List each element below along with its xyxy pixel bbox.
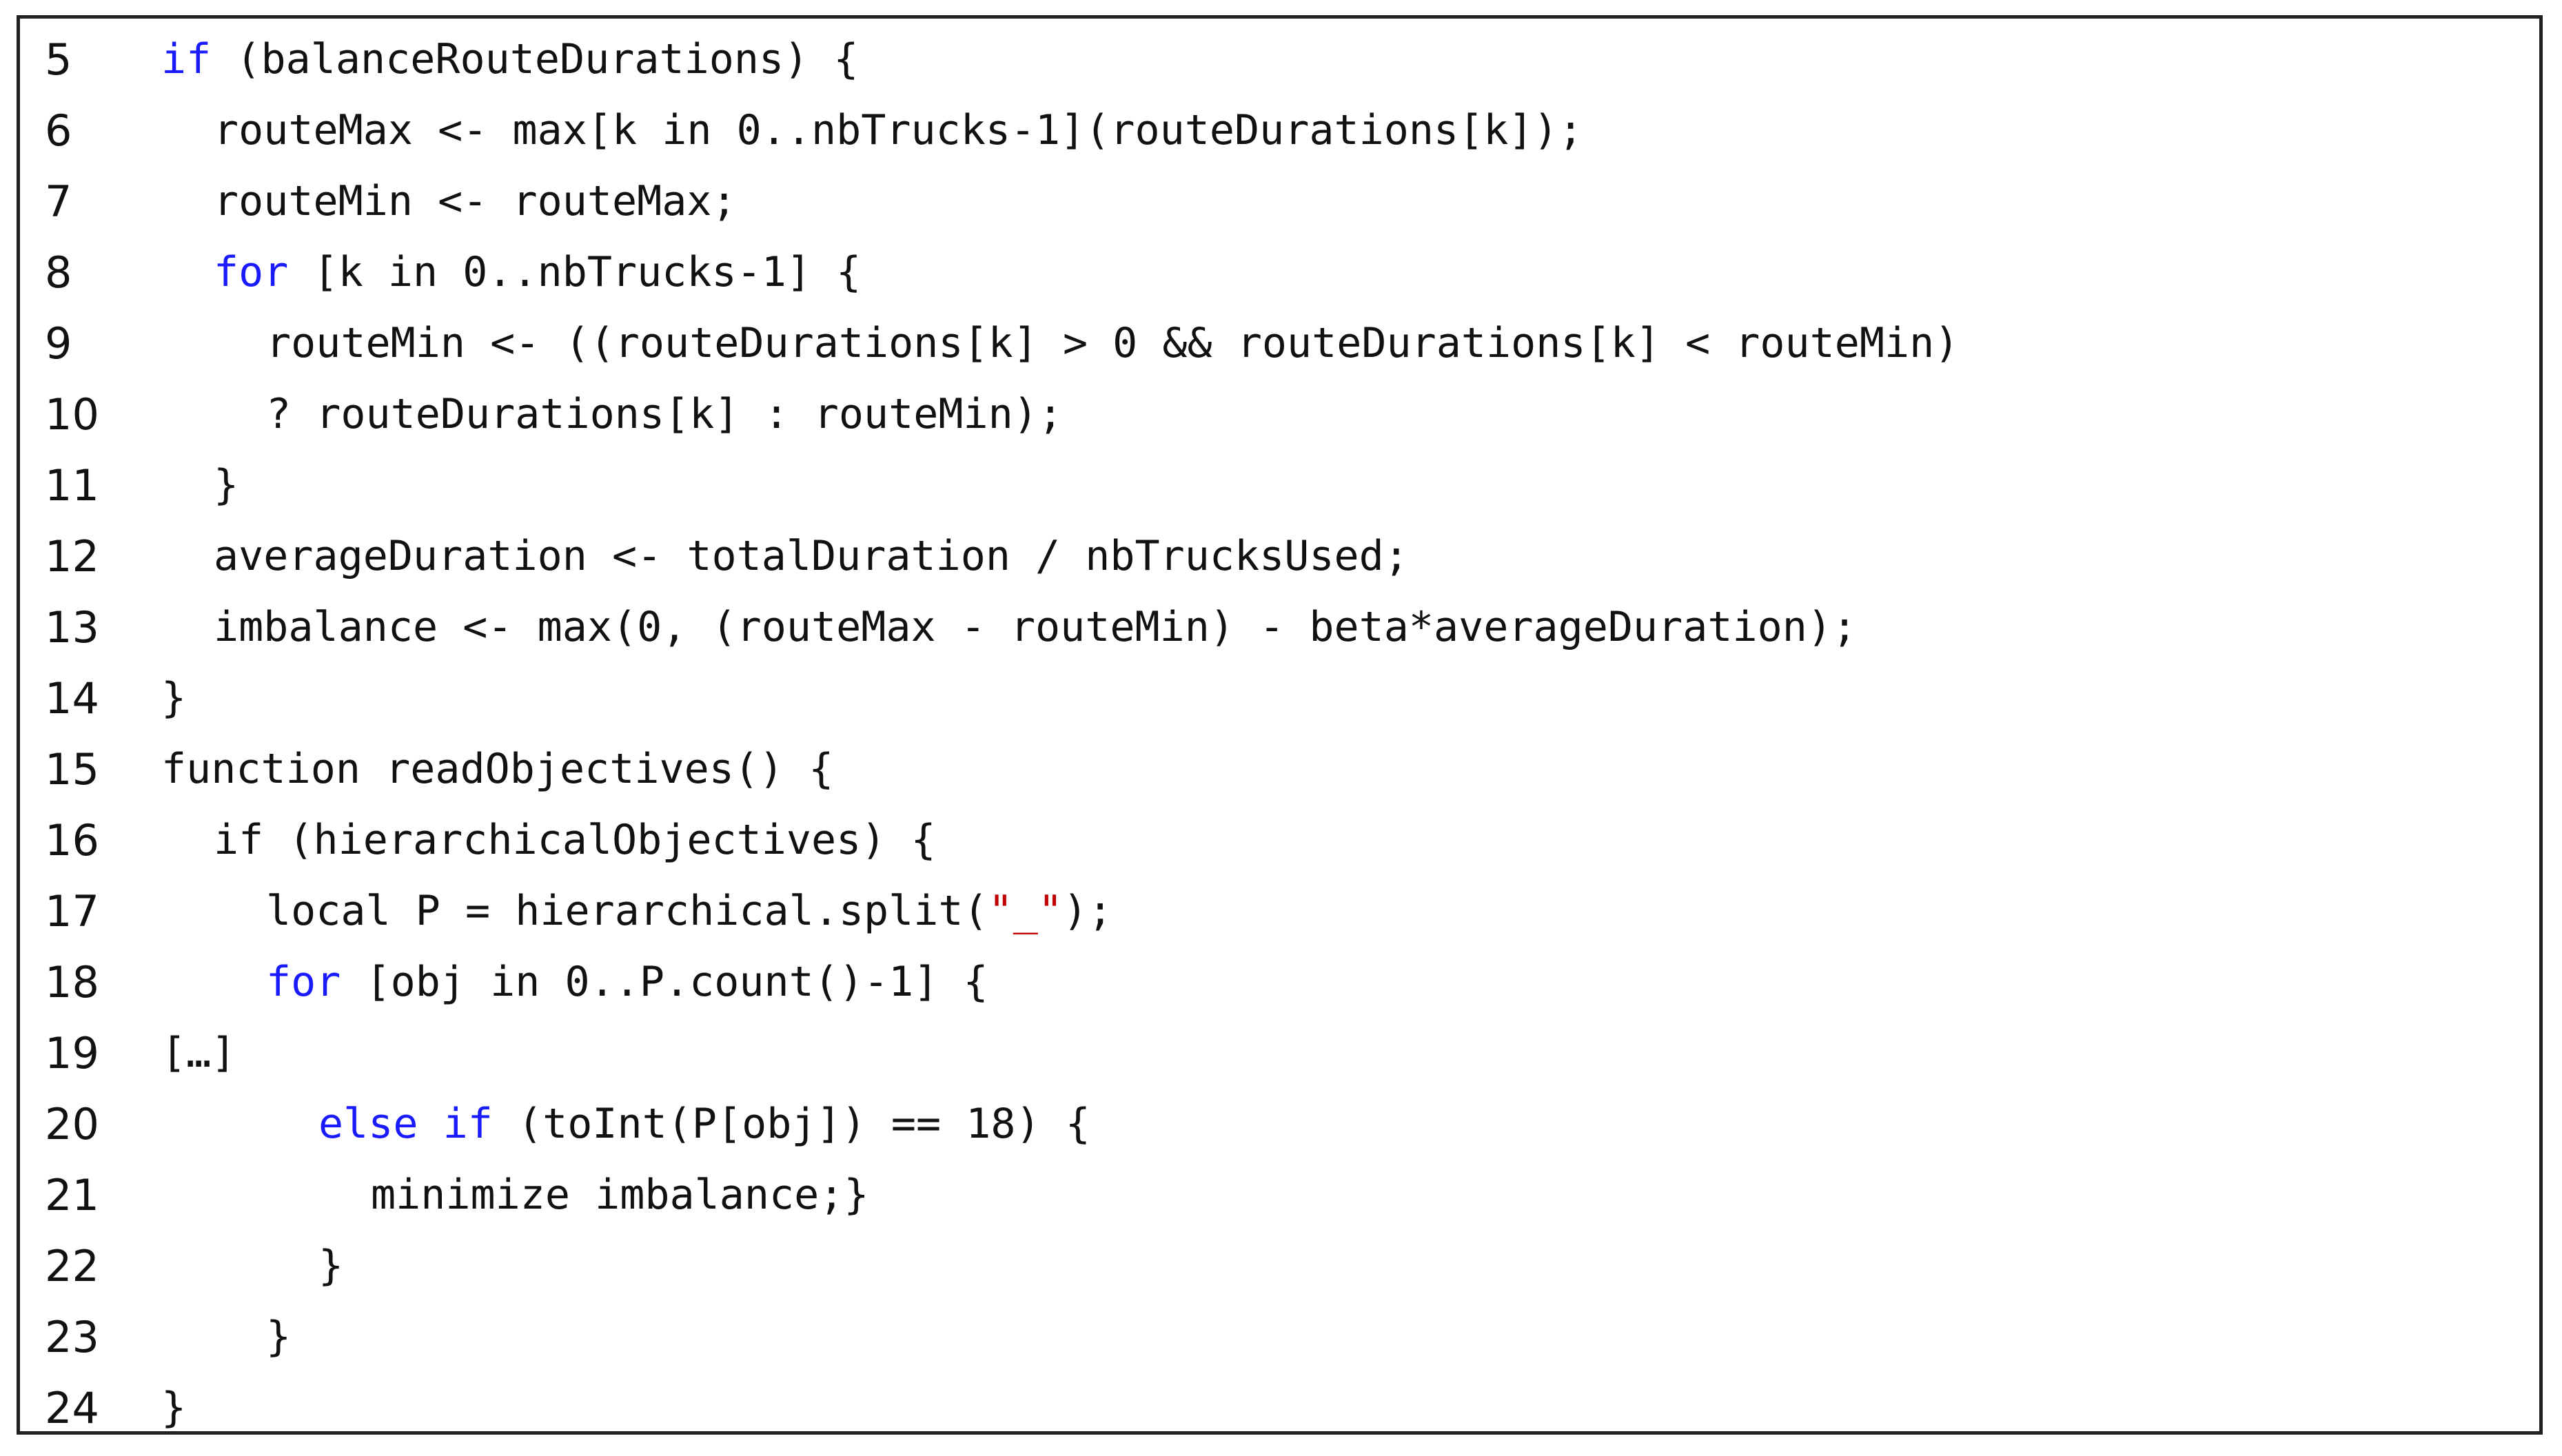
code-text: […] <box>161 1018 236 1089</box>
code-token: routeMin <- routeMax; <box>214 177 737 225</box>
line-number: 12 <box>45 531 99 582</box>
keyword-token: if <box>161 35 212 83</box>
code-token: imbalance <- max(0, (routeMax - routeMin… <box>214 603 1858 651</box>
code-line: 18 for [obj in 0..P.count()-1] { <box>20 947 2539 1018</box>
code-token: function readObjectives() { <box>161 745 834 793</box>
line-number: 15 <box>45 744 99 794</box>
code-line: 5 if (balanceRouteDurations) { <box>20 24 2539 95</box>
line-number: 24 <box>45 1383 99 1433</box>
code-line: 8 for [k in 0..nbTrucks-1] { <box>20 237 2539 308</box>
code-token: routeMin <- ((routeDurations[k] > 0 && r… <box>266 319 1960 367</box>
line-number: 11 <box>45 460 99 511</box>
line-number: 6 <box>45 105 72 156</box>
line-number: 22 <box>45 1241 99 1291</box>
line-number: 21 <box>45 1170 99 1220</box>
code-line: 13 imbalance <- max(0, (routeMax - routeM… <box>20 592 2539 663</box>
code-text: if (balanceRouteDurations) { <box>161 24 858 95</box>
code-text: minimize imbalance;} <box>371 1160 868 1231</box>
code-line: 16 if (hierarchicalObjectives) { <box>20 805 2539 876</box>
code-token: (toInt(P[obj]) == 18) { <box>492 1100 1090 1148</box>
string-token: "_" <box>988 887 1063 935</box>
code-line: 6 routeMax <- max[k in 0..nbTrucks-1](rou… <box>20 95 2539 166</box>
code-token: } <box>161 674 187 722</box>
code-line: 15 function readObjectives() { <box>20 734 2539 805</box>
code-line: 23} <box>20 1302 2539 1373</box>
code-token: local P = hierarchical.split( <box>266 887 988 935</box>
line-number: 13 <box>45 602 99 653</box>
code-token: minimize imbalance;} <box>371 1171 869 1219</box>
code-listing: 5 if (balanceRouteDurations) { 6 routeMax <… <box>17 15 2543 1435</box>
code-token: [obj in 0..P.count()-1] { <box>340 958 988 1006</box>
keyword-token: else if <box>318 1100 493 1148</box>
code-token: } <box>318 1242 344 1290</box>
code-token: } <box>161 1384 187 1432</box>
code-text: ? routeDurations[k] : routeMin); <box>266 379 1063 450</box>
code-line: 7 routeMin <- routeMax; <box>20 166 2539 237</box>
code-text: routeMin <- ((routeDurations[k] > 0 && r… <box>266 308 1959 379</box>
code-token: } <box>214 461 239 509</box>
code-text: } <box>161 1373 186 1444</box>
line-number: 14 <box>45 673 99 724</box>
line-number: 9 <box>45 318 72 369</box>
code-text: for [obj in 0..P.count()-1] { <box>266 947 988 1018</box>
code-text: local P = hierarchical.split("_"); <box>266 876 1112 947</box>
line-number: 23 <box>45 1312 99 1362</box>
code-text: } <box>161 663 186 734</box>
code-text: averageDuration <- totalDuration / nbTru… <box>214 521 1409 592</box>
keyword-token: for <box>266 958 341 1006</box>
line-number: 5 <box>45 34 72 85</box>
code-line: 17 local P = hierarchical.split("_"); <box>20 876 2539 947</box>
code-line: 14} <box>20 663 2539 734</box>
code-text: } <box>266 1302 291 1373</box>
code-token: } <box>266 1313 292 1361</box>
code-text: imbalance <- max(0, (routeMax - routeMin… <box>214 592 1857 663</box>
line-number: 16 <box>45 815 99 865</box>
line-number: 19 <box>45 1028 99 1078</box>
code-text: routeMax <- max[k in 0..nbTrucks-1](rout… <box>214 95 1583 166</box>
code-line: 11} <box>20 450 2539 521</box>
line-number: 7 <box>45 176 72 227</box>
code-text: if (hierarchicalObjectives) { <box>214 805 936 876</box>
code-token: ? routeDurations[k] : routeMin); <box>266 390 1063 438</box>
code-line: 24} <box>20 1373 2539 1444</box>
code-line: 19 […] <box>20 1018 2539 1089</box>
line-number: 10 <box>45 389 99 440</box>
code-text: } <box>318 1231 343 1302</box>
code-token: averageDuration <- totalDuration / nbTru… <box>214 532 1409 580</box>
line-number: 18 <box>45 957 99 1007</box>
code-token: if (hierarchicalObjectives) { <box>214 816 936 864</box>
keyword-token: for <box>214 248 289 296</box>
code-text: function readObjectives() { <box>161 734 833 805</box>
code-text: else if (toInt(P[obj]) == 18) { <box>318 1089 1090 1160</box>
code-line: 20 else if (toInt(P[obj]) == 18) { <box>20 1089 2539 1160</box>
line-number: 17 <box>45 886 99 936</box>
code-token: (balanceRouteDurations) { <box>211 35 859 83</box>
code-token: routeMax <- max[k in 0..nbTrucks-1](rout… <box>214 106 1583 154</box>
code-line: 10 ? routeDurations[k] : routeMin); <box>20 379 2539 450</box>
line-number: 20 <box>45 1099 99 1149</box>
code-token: […] <box>161 1029 236 1077</box>
code-text: routeMin <- routeMax; <box>214 166 737 237</box>
code-token: [k in 0..nbTrucks-1] { <box>288 248 862 296</box>
code-line: 12 averageDuration <- totalDuration / nbT… <box>20 521 2539 592</box>
line-number: 8 <box>45 247 72 298</box>
code-line: 21 minimize imbalance;} <box>20 1160 2539 1231</box>
code-line: 9 routeMin <- ((routeDurations[k] > 0 && … <box>20 308 2539 379</box>
code-line: 22} <box>20 1231 2539 1302</box>
code-token: ); <box>1062 887 1113 935</box>
code-text: for [k in 0..nbTrucks-1] { <box>214 237 861 308</box>
code-text: } <box>214 450 238 521</box>
